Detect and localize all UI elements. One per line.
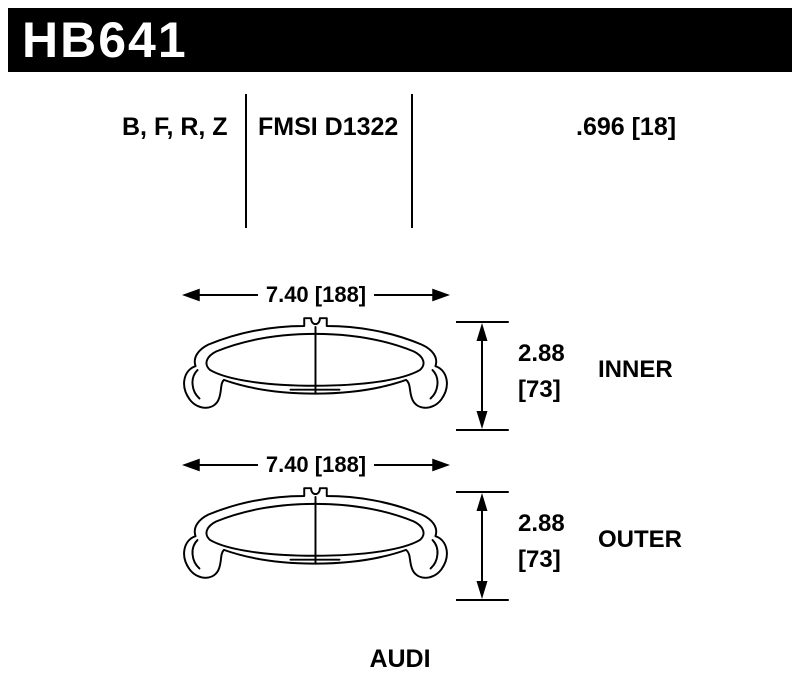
vertical-divider bbox=[411, 94, 413, 228]
width-dimension-inner: 7.40 [188] bbox=[176, 282, 456, 308]
vertical-divider bbox=[245, 94, 247, 228]
height-dimension-arrow-icon bbox=[456, 490, 512, 602]
height-value-inches: 2.88 bbox=[518, 510, 565, 537]
pad-position-label-outer: OUTER bbox=[598, 526, 682, 553]
dimension-arrow-right-icon bbox=[374, 284, 451, 306]
fmsi-number: FMSI D1322 bbox=[258, 113, 399, 141]
brake-pad-drawing-inner bbox=[173, 315, 457, 433]
height-value-mm: [73] bbox=[518, 546, 561, 573]
height-value-inches: 2.88 bbox=[518, 340, 565, 367]
height-value-mm: [73] bbox=[518, 376, 561, 403]
part-number: HB641 bbox=[22, 12, 188, 68]
dimension-arrow-right-icon bbox=[374, 454, 451, 476]
brake-pad-drawing-outer bbox=[173, 485, 457, 603]
height-dimension-inner: 2.88 [73] bbox=[518, 336, 565, 408]
vehicle-make: AUDI bbox=[369, 645, 431, 673]
width-dimension-label: 7.40 [188] bbox=[265, 452, 367, 477]
dimension-arrow-left-icon bbox=[181, 284, 258, 306]
height-dimension-arrow-icon bbox=[456, 320, 512, 432]
pad-position-label-inner: INNER bbox=[598, 356, 673, 383]
header-bar: HB641 bbox=[8, 8, 792, 72]
width-dimension-label: 7.40 [188] bbox=[265, 282, 367, 307]
dimension-arrow-left-icon bbox=[181, 454, 258, 476]
width-dimension-outer: 7.40 [188] bbox=[176, 452, 456, 478]
height-dimension-outer: 2.88 [73] bbox=[518, 506, 565, 578]
compound-codes: B, F, R, Z bbox=[122, 113, 228, 141]
pad-thickness: .696 [18] bbox=[576, 113, 677, 141]
